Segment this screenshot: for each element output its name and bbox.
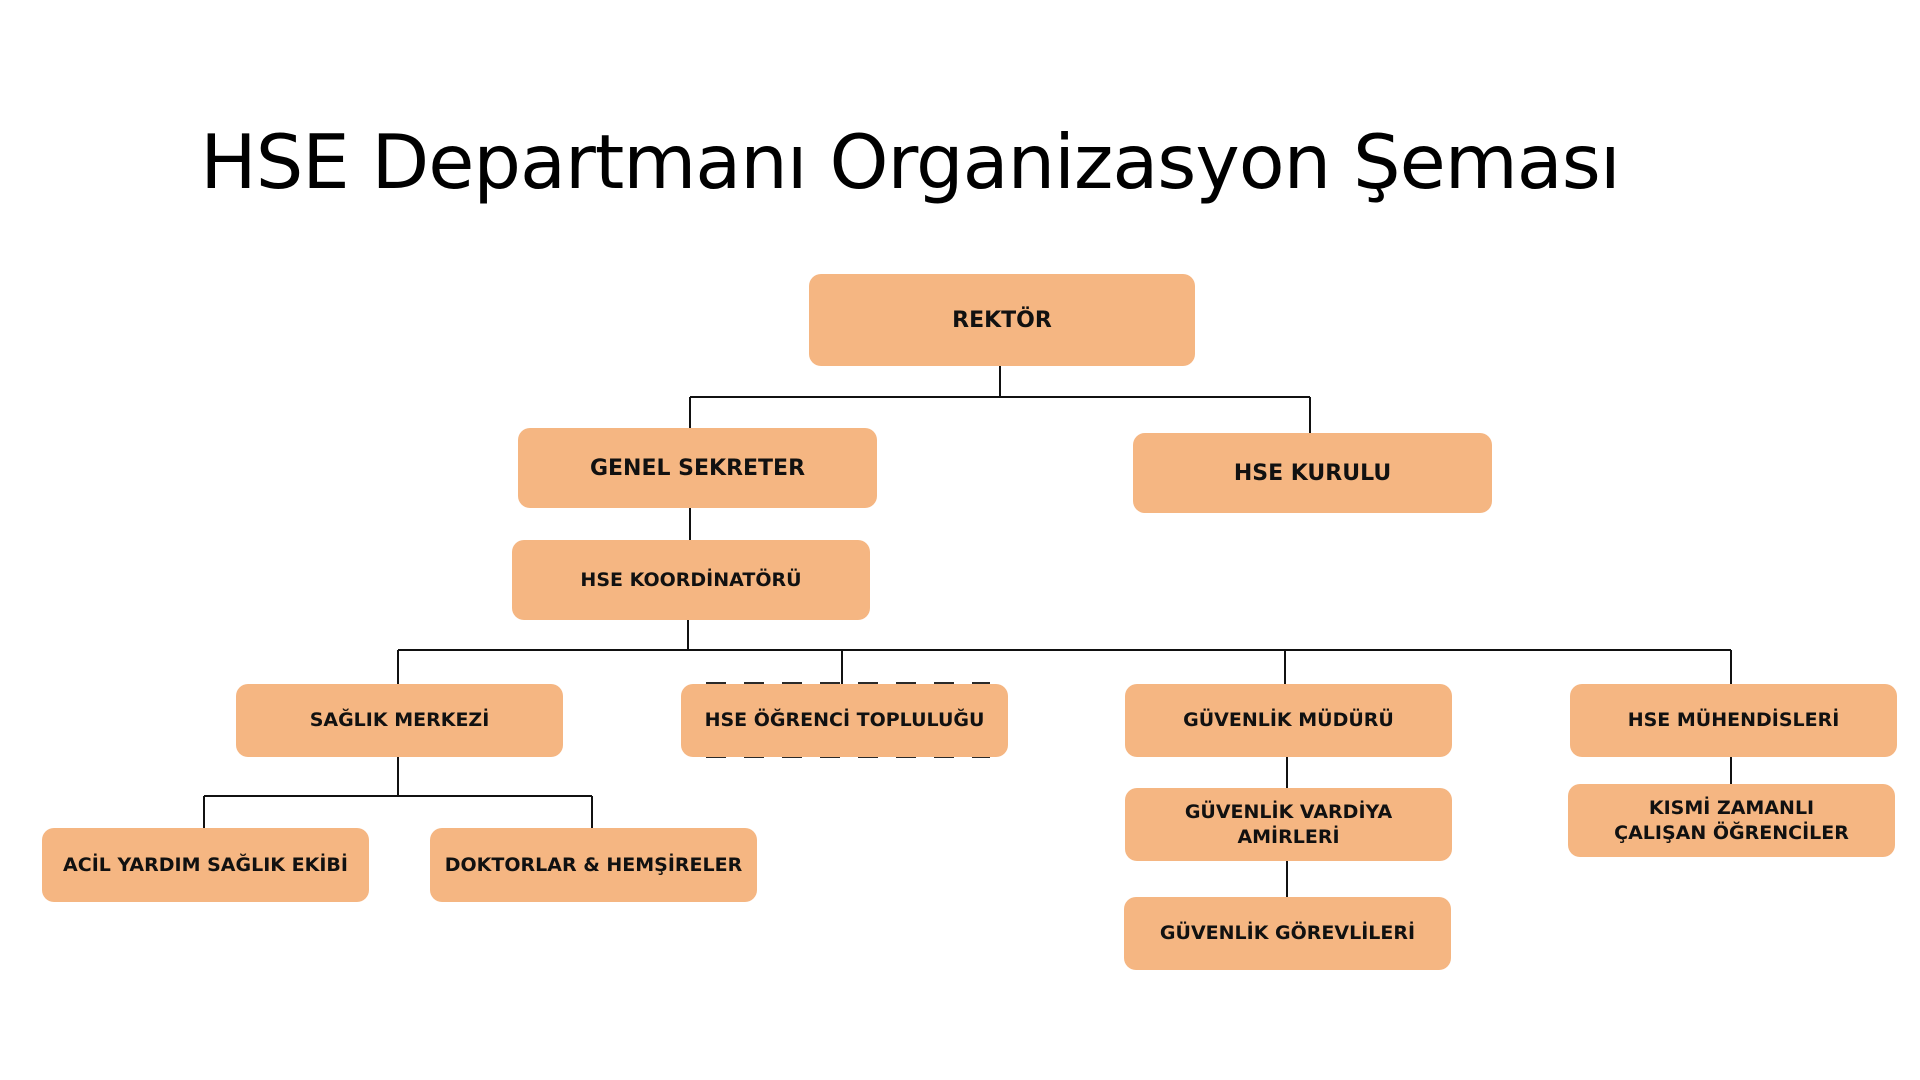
node-vardiya-amirleri: GÜVENLİK VARDİYA AMİRLERİ bbox=[1125, 788, 1452, 861]
node-rektor: REKTÖR bbox=[809, 274, 1195, 366]
node-guvenlik-muduru: GÜVENLİK MÜDÜRÜ bbox=[1125, 684, 1452, 757]
node-hse-kurulu: HSE KURULU bbox=[1133, 433, 1492, 513]
node-genel-sekreter: GENEL SEKRETER bbox=[518, 428, 877, 508]
node-hse-ogrenci-toplulugu: HSE ÖĞRENCİ TOPLULUĞU bbox=[681, 684, 1008, 757]
node-doktorlar: DOKTORLAR & HEMŞİRELER bbox=[430, 828, 757, 902]
node-hse-muhendisleri: HSE MÜHENDİSLERİ bbox=[1570, 684, 1897, 757]
node-hse-koordinatoru: HSE KOORDİNATÖRÜ bbox=[512, 540, 870, 620]
node-guvenlik-gorevlileri: GÜVENLİK GÖREVLİLERİ bbox=[1124, 897, 1451, 970]
diagram-title: HSE Departmanı Organizasyon Şeması bbox=[200, 118, 1620, 206]
node-acil-yardim: ACİL YARDIM SAĞLIK EKİBİ bbox=[42, 828, 369, 902]
node-saglik-merkezi: SAĞLIK MERKEZİ bbox=[236, 684, 563, 757]
node-kismi-zamanli: KISMİ ZAMANLI ÇALIŞAN ÖĞRENCİLER bbox=[1568, 784, 1895, 857]
